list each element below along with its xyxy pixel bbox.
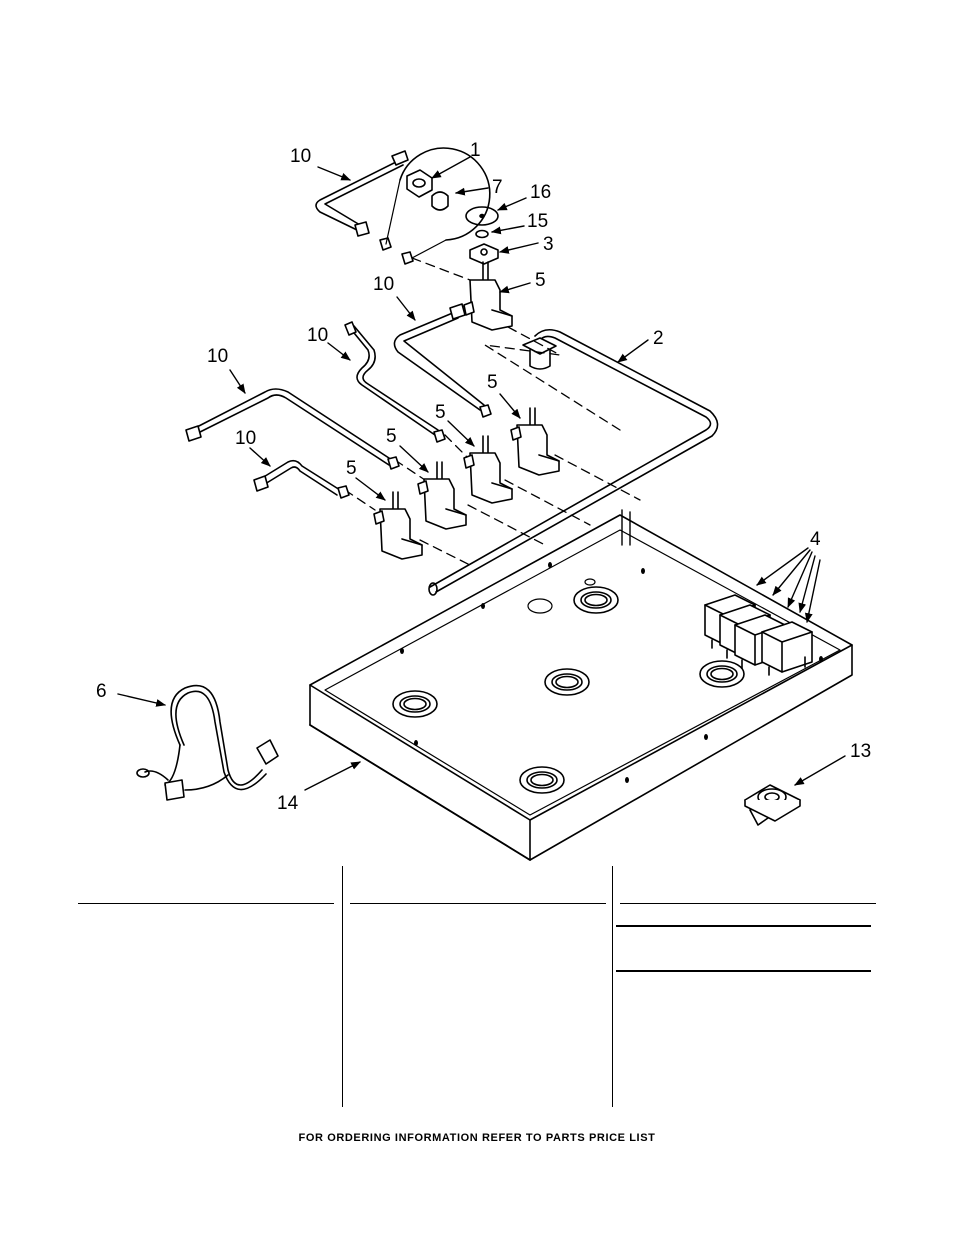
table-divider-vertical-1 (342, 866, 343, 1107)
callout-14: 14 (277, 793, 299, 814)
callout-10: 10 (307, 325, 328, 346)
callout-16: 16 (530, 182, 551, 203)
callout-10: 10 (235, 428, 256, 449)
gas-tube (185, 388, 393, 466)
burner-opening (544, 668, 590, 696)
table-rule-col1 (78, 903, 334, 904)
fitting-nut (337, 237, 492, 499)
assembly-guide-lines (344, 257, 641, 566)
gas-tube (315, 150, 409, 237)
burner-valve (463, 435, 513, 504)
callout-13: 13 (850, 741, 871, 762)
callout-leaders (117, 156, 846, 791)
burner-opening (699, 660, 745, 688)
burner-opening (392, 690, 438, 718)
valve-bracket (469, 243, 499, 265)
power-cord (136, 684, 279, 801)
burner-valve (417, 461, 467, 530)
callout-7: 7 (492, 177, 503, 198)
callout-5: 5 (435, 402, 446, 423)
gas-tube (344, 321, 439, 436)
gas-tube (393, 303, 485, 411)
callout-1: 1 (470, 140, 481, 161)
callout-10: 10 (290, 146, 311, 167)
table-rule-col3-bold-2 (616, 970, 871, 972)
callout-15: 15 (527, 211, 548, 232)
burner-valve (510, 407, 560, 476)
burner-opening (573, 586, 619, 614)
callout-3: 3 (543, 234, 554, 255)
callout-5: 5 (487, 372, 498, 393)
callout-10: 10 (207, 346, 228, 367)
detail-magnifier (385, 147, 491, 259)
gas-tube (253, 459, 341, 496)
callout-5: 5 (386, 426, 397, 447)
ordering-info-footer: FOR ORDERING INFORMATION REFER TO PARTS … (298, 1132, 656, 1144)
burner-switch (761, 621, 813, 676)
orifice-washer (465, 206, 499, 226)
manifold-pipe (428, 328, 719, 596)
spark-module (744, 784, 801, 826)
o-ring (475, 229, 489, 239)
burner-valve (463, 261, 513, 331)
callout-6: 6 (96, 681, 107, 702)
burner-opening (519, 766, 565, 794)
callout-10: 10 (373, 274, 394, 295)
table-rule-col3-bold-1 (616, 925, 871, 927)
callout-4: 4 (810, 529, 821, 550)
burner-valve (373, 491, 423, 560)
table-divider-vertical-2 (612, 866, 613, 1107)
table-rule-col3 (620, 903, 876, 904)
callout-2: 2 (653, 328, 664, 349)
table-rule-col2 (350, 903, 606, 904)
callout-5: 5 (346, 458, 357, 479)
callout-labels: 10 1 7 16 15 3 5 10 2 10 10 5 5 10 5 5 4… (96, 140, 871, 814)
callout-5: 5 (535, 270, 546, 291)
